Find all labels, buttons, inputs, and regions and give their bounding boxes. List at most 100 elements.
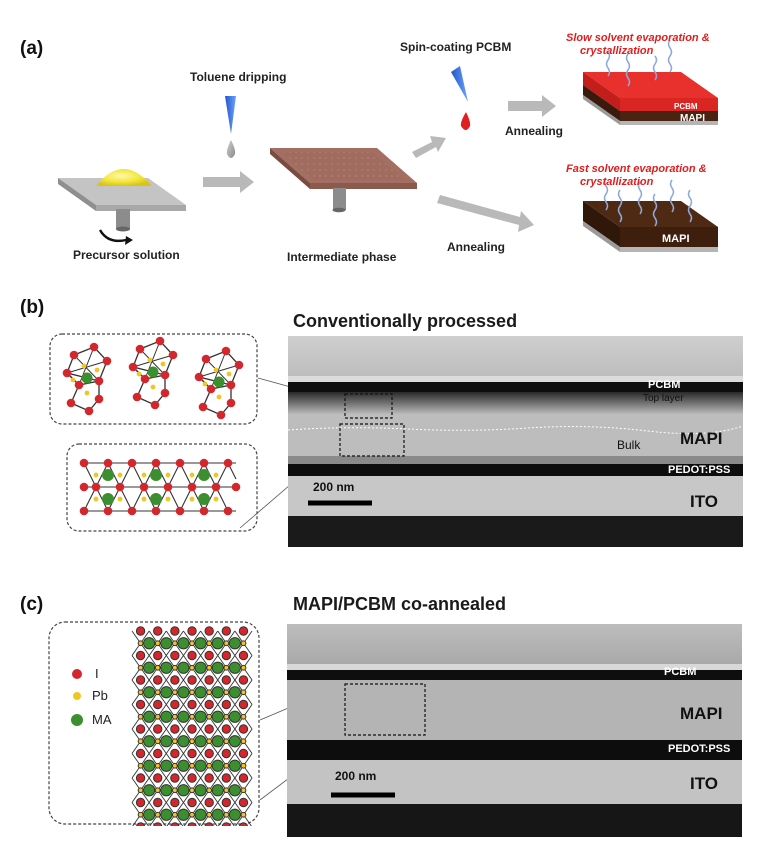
lead-ion	[223, 811, 230, 818]
annealing-bottom-label: Annealing	[447, 240, 506, 254]
iodide-ion	[238, 822, 249, 826]
iodide-ion	[170, 699, 180, 710]
iodide-ion	[221, 626, 232, 636]
iodide-ion	[153, 626, 163, 636]
iodide-ion	[238, 797, 249, 808]
lead-ion	[154, 713, 161, 720]
lead-ion	[240, 713, 247, 720]
ma-cation	[228, 784, 241, 797]
ma-cation	[194, 784, 207, 797]
lead-ion	[137, 664, 144, 671]
lead-ion	[240, 787, 247, 794]
lead-ion	[189, 664, 195, 671]
iodide-ion	[135, 626, 146, 636]
ma-cation	[143, 784, 156, 797]
lead-ion	[223, 664, 230, 671]
fast-evap-line1: Fast solvent evaporation &	[566, 163, 707, 175]
iodide-ion	[135, 822, 146, 826]
ma-cation	[177, 686, 190, 699]
ma-cation	[143, 808, 156, 821]
lead-ion	[137, 738, 144, 745]
lead-ion	[154, 762, 161, 769]
arrow-bottom	[437, 195, 534, 232]
arrow-top	[508, 95, 556, 117]
lead-ion	[240, 640, 247, 647]
iodide-ion	[170, 675, 180, 685]
iodide-ion	[187, 773, 197, 783]
iodide-ion	[187, 748, 197, 759]
ma-cation	[194, 661, 207, 674]
pcbm-pipette	[451, 66, 468, 102]
iodide-ion	[170, 748, 180, 759]
lead-ion	[240, 738, 247, 745]
ma-cation	[177, 661, 190, 674]
ma-cation	[160, 735, 173, 748]
iodide-ion	[204, 626, 214, 636]
iodide-ion	[187, 797, 197, 808]
tem-c-mapi: MAPI	[680, 704, 723, 723]
tem-b-mapi: MAPI	[680, 429, 723, 448]
lead-ion	[240, 762, 247, 769]
iodide-ion	[153, 699, 163, 710]
iodide-ion	[238, 748, 249, 759]
lead-ion	[240, 811, 247, 818]
toluene-label: Toluene dripping	[190, 70, 287, 84]
ma-cation	[160, 808, 173, 821]
lead-ion	[189, 689, 195, 696]
film-top-pcbm-label: PCBM	[674, 102, 698, 111]
ma-cation	[160, 710, 173, 723]
iodide-ion	[221, 650, 232, 661]
ma-cation	[228, 759, 241, 772]
lead-ion	[189, 640, 195, 647]
lead-ion	[206, 689, 213, 696]
iodide-ion	[135, 773, 146, 783]
lead-ion	[189, 738, 195, 745]
tem-c-pcbm: PCBM	[664, 666, 697, 678]
panel-c-title: MAPI/PCBM co-annealed	[293, 594, 507, 614]
ma-cation	[211, 784, 224, 797]
tem-b-scale: 200 nm	[313, 480, 355, 494]
iodide-ion	[221, 675, 232, 685]
lead-ion	[171, 713, 178, 720]
ma-cation	[143, 759, 156, 772]
bottom-film	[583, 177, 718, 252]
lead-ion	[206, 787, 213, 794]
tem-image-coannealed	[287, 624, 742, 837]
ma-cation	[228, 710, 241, 723]
ma-cation	[160, 759, 173, 772]
legend-i-label: I	[95, 666, 99, 681]
tem-b-pedot: PEDOT:PSS	[668, 464, 731, 476]
annealing-top-label: Annealing	[505, 124, 564, 138]
lead-ion	[206, 762, 213, 769]
lead-ion	[189, 811, 195, 818]
lead-ion	[240, 689, 247, 696]
iodide-ion	[153, 822, 163, 826]
tem-b-top-layer: Top layer	[643, 393, 684, 404]
precursor-label: Precursor solution	[73, 248, 180, 262]
iodide-ion	[204, 699, 214, 710]
ma-cation	[228, 735, 241, 748]
ma-cation	[160, 784, 173, 797]
lead-ion	[171, 664, 178, 671]
legend-i-marker	[72, 669, 82, 679]
iodide-ion	[238, 626, 249, 636]
iodide-ion	[187, 626, 197, 636]
iodide-ion	[221, 797, 232, 808]
ma-cation	[194, 735, 207, 748]
crystal-coannealed-box	[48, 621, 260, 826]
ma-cation	[194, 710, 207, 723]
octahedron-cluster	[62, 342, 112, 416]
perovskite-lattice	[131, 626, 253, 826]
lead-ion	[137, 640, 144, 647]
slow-evap-line1: Slow solvent evaporation &	[566, 32, 710, 44]
lead-ion	[154, 689, 161, 696]
ma-cation	[177, 637, 190, 650]
iodide-ion	[135, 797, 146, 808]
iodide-ion	[238, 724, 249, 734]
ma-cation	[211, 661, 224, 674]
toluene-pipette	[225, 96, 236, 134]
lead-ion	[223, 762, 230, 769]
lead-ion	[154, 811, 161, 818]
lead-ion	[171, 640, 178, 647]
panel-a-label: (a)	[20, 38, 44, 59]
